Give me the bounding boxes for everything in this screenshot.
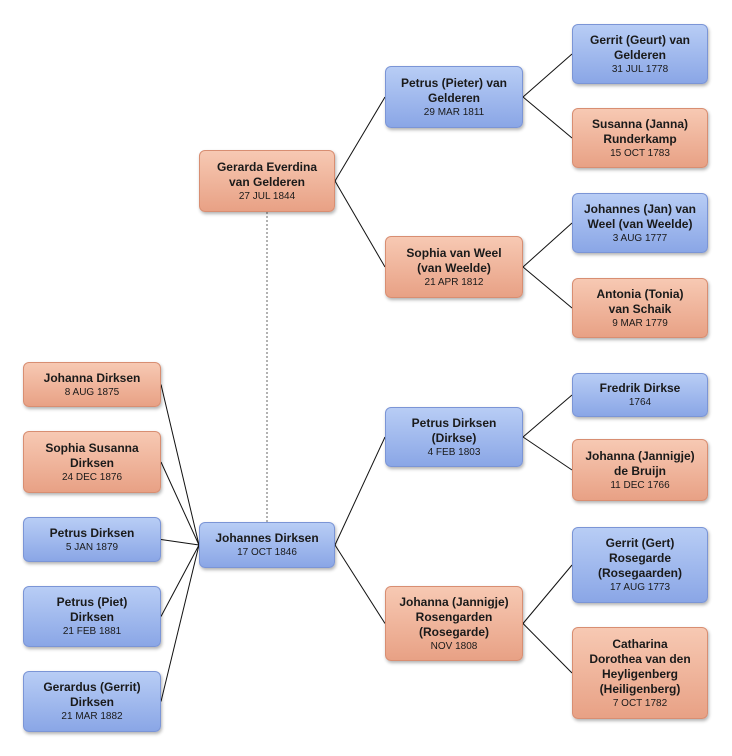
person-birth-date: 8 AUG 1875	[64, 386, 120, 398]
person-name-line: Rosengarden	[415, 609, 493, 624]
child-gerardus[interactable]: Gerardus (Gerrit)Dirksen 21 MAR 1882	[23, 671, 161, 732]
child-connector	[160, 539, 200, 546]
person-birth-date: 21 APR 1812	[424, 276, 484, 288]
person-birth-date: 21 FEB 1881	[62, 626, 122, 637]
person-birth-date: 7 OCT 1782	[612, 697, 668, 709]
person-name-line: Gerrit (Geurt) van	[589, 32, 691, 47]
person-name-line: (Rosegaarden)	[597, 566, 683, 580]
person-birth-date: 4 FEB 1803	[427, 446, 481, 458]
person-sophia-vw[interactable]: Sophia van Weel(van Weelde)21 APR 1812	[385, 236, 523, 298]
parent-connector	[522, 53, 573, 98]
person-name-line: Johannes Dirksen	[215, 531, 319, 545]
person-birth-date: 27 JUL 1844	[238, 190, 296, 202]
person-fredrik[interactable]: Fredrik Dirkse 1764	[572, 373, 708, 417]
parent-connector	[522, 394, 573, 438]
person-birth-date: 11 DEC 1766	[610, 479, 670, 491]
person-name-line: Rosegarde	[608, 551, 672, 565]
person-name-line: (Heiligenberg)	[599, 681, 681, 696]
person-birth-date: 29 MAR 1811	[423, 106, 485, 118]
person-name-line: (Rosegarde)	[418, 624, 489, 639]
child-connector	[160, 384, 200, 546]
person-birth-date: 15 OCT 1783	[610, 147, 670, 159]
parent-connector	[522, 436, 573, 471]
person-birth-date: 9 MAR 1779	[612, 317, 668, 329]
person-name-line: Johanna Dirksen	[43, 370, 141, 385]
person-gerrit-gert[interactable]: Gerrit (Gert)Rosegarde(Rosegaarden) 17 AU…	[572, 527, 708, 603]
person-name-line: Johanna (Jannigje)	[399, 594, 509, 609]
person-name-line: Gelderen	[427, 90, 481, 105]
person-birth-date: 17 OCT 1846	[237, 547, 297, 558]
child-connector	[160, 544, 200, 617]
parent-connector	[334, 544, 386, 624]
parent-connector	[522, 266, 573, 309]
person-name-line: de Bruijn	[613, 463, 666, 478]
person-johannes[interactable]: Johannes Dirksen 17 OCT 1846	[199, 522, 335, 568]
parent-connector	[522, 564, 573, 624]
person-birth-date: 24 DEC 1876	[61, 471, 123, 483]
person-birth-date: NOV 1808	[430, 640, 478, 652]
person-name-line: Heyligenberg	[601, 666, 679, 681]
person-name-line: Weel (van Weelde)	[587, 216, 693, 231]
parent-connector	[522, 623, 573, 674]
person-name-line: Johannes (Jan) van	[583, 201, 697, 216]
person-name-line: Petrus (Pieter) van	[400, 75, 508, 90]
person-name-line: (van Weelde)	[417, 260, 491, 275]
person-name-line: Johanna (Jannigje)	[585, 448, 695, 463]
person-name-line: (Dirkse)	[431, 430, 477, 445]
person-name-line: Catharina	[612, 636, 668, 651]
parent-connector	[334, 436, 386, 546]
person-birth-date: 31 JUL 1778	[611, 63, 669, 75]
person-name-line: Sophia van Weel	[406, 245, 502, 260]
parent-connector	[334, 96, 386, 182]
person-name-line: Runderkamp	[603, 131, 677, 146]
person-name-line: Gelderen	[613, 47, 667, 62]
person-name-line: Dirksen	[69, 455, 115, 470]
person-name-line: Susanna (Janna)	[591, 116, 689, 131]
person-name-line: Petrus Dirksen	[411, 415, 497, 430]
person-name-line: Dirksen	[69, 695, 115, 709]
person-petrus-d[interactable]: Petrus Dirksen(Dirkse)4 FEB 1803	[385, 407, 523, 467]
person-name-line: Sophia Susanna	[45, 440, 139, 455]
person-name-line: Petrus Dirksen	[49, 525, 135, 540]
person-name-line: Gerardus (Gerrit)	[43, 680, 141, 694]
person-birth-date: 3 AUG 1777	[612, 232, 668, 244]
parent-connector	[522, 222, 573, 268]
person-name-line: Gerarda Everdina	[216, 159, 318, 174]
person-birth-date: 17 AUG 1773	[609, 582, 671, 593]
person-name-line: Gerrit (Gert)	[605, 536, 675, 550]
person-name-line: van Schaik	[608, 301, 672, 316]
person-name-line: van Gelderen	[228, 174, 306, 189]
person-name-line: Petrus (Piet)	[56, 595, 128, 609]
person-johanna-r[interactable]: Johanna (Jannigje)Rosengarden(Rosegarde)…	[385, 586, 523, 661]
person-birth-date: 21 MAR 1882	[61, 711, 123, 722]
person-name-line: Dorothea van den	[589, 651, 691, 666]
person-birth-date: 1764	[628, 397, 652, 408]
child-piet[interactable]: Petrus (Piet)Dirksen 21 FEB 1881	[23, 586, 161, 647]
child-connector	[160, 544, 200, 702]
child-connector	[160, 461, 200, 546]
person-birth-date: 5 JAN 1879	[65, 541, 119, 553]
person-name-line: Dirksen	[69, 610, 115, 624]
person-name-line: Antonia (Tonia)	[596, 286, 684, 301]
parent-connector	[334, 180, 386, 268]
person-name-line: Fredrik Dirkse	[599, 381, 681, 395]
parent-connector	[522, 96, 573, 139]
